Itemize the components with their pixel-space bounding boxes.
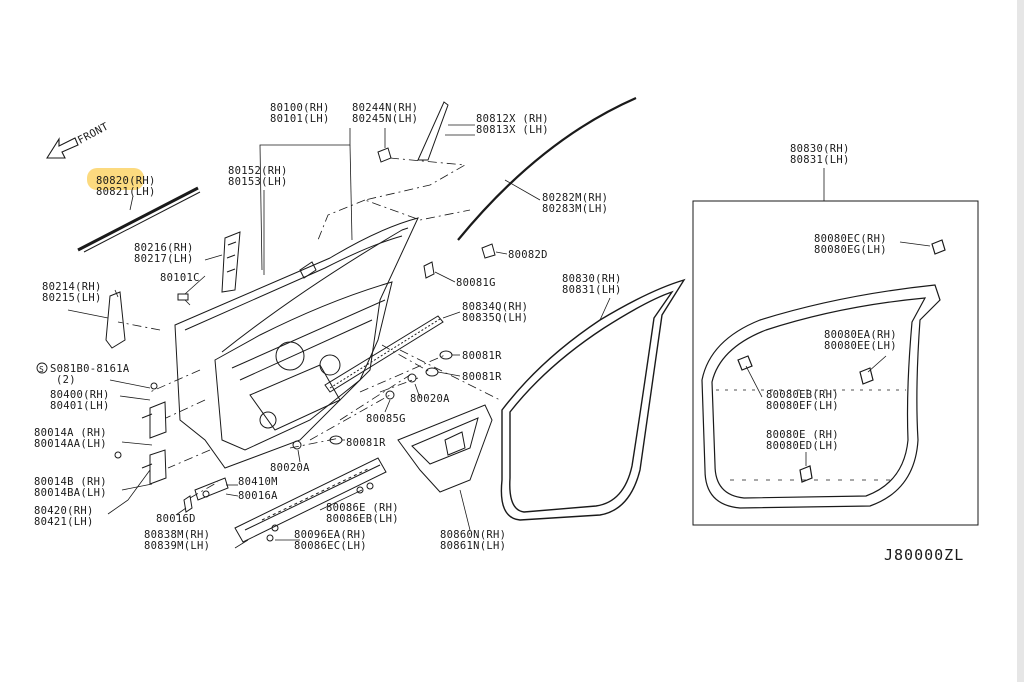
window-mouldings: [377, 96, 637, 259]
label-80830a-rh: 80830(RH): [562, 273, 622, 285]
label-80086e-rh: 80086E (RH): [326, 502, 399, 514]
label-80420-rh: 80420(RH): [34, 505, 94, 517]
label-80282-lh: 80283M(LH): [542, 203, 608, 215]
label-80214-lh: 80215(LH): [42, 292, 102, 304]
label-80080eb-lh: 80080EF(LH): [766, 400, 839, 412]
label-80152-rh: 80152(RH): [228, 165, 288, 177]
label-80081r-1: 80081R: [462, 350, 502, 362]
label-80860-rh: 80860N(RH): [440, 529, 506, 541]
label-80410m: 80410M: [238, 476, 278, 488]
label-80080e-lh: 80080ED(LH): [766, 440, 839, 452]
label-80820-lh: 80821(LH): [96, 186, 156, 198]
label-80812-lh: 80813X (LH): [476, 124, 549, 136]
label-80020a-2: 80020A: [270, 462, 310, 474]
label-80838-lh: 80839M(LH): [144, 540, 210, 552]
label-80096ea-lh: 80086EC(LH): [294, 540, 367, 552]
label-80086e-lh: 80086EB(LH): [326, 513, 399, 525]
label-80080eb-rh: 80080EB(RH): [766, 389, 839, 401]
label-80080ea-rh: 80080EA(RH): [824, 329, 897, 341]
label-08180: S081B0-8161A: [50, 363, 130, 375]
door-assembly: [77, 186, 493, 543]
label-80081g: 80081G: [456, 277, 496, 289]
detail-box: [692, 200, 979, 526]
highlight-80820: [87, 168, 144, 190]
label-80080ec-lh: 80080EG(LH): [814, 244, 887, 256]
labels: 80820(RH) 80821(LH) 80216(RH) 80217(LH) …: [34, 102, 964, 564]
label-80014a-lh: 80014AA(LH): [34, 438, 107, 450]
label-80100-lh: 80101(LH): [270, 113, 330, 125]
label-80085g: 80085G: [366, 413, 406, 425]
label-80420-lh: 80421(LH): [34, 516, 94, 528]
label-80830a-lh: 80831(LH): [562, 284, 622, 296]
label-80014a-rh: 80014A (RH): [34, 427, 107, 439]
drawing-code: J80000ZL: [884, 546, 964, 564]
label-80080ec-rh: 80080EC(RH): [814, 233, 887, 245]
label-80860-lh: 80861N(LH): [440, 540, 506, 552]
label-08180-s: S: [39, 365, 44, 374]
label-80830b-lh: 80831(LH): [790, 154, 850, 166]
assembly-lines: [117, 157, 501, 499]
label-80282-rh: 80282M(RH): [542, 192, 608, 204]
label-80830b-rh: 80830(RH): [790, 143, 850, 155]
label-80834-lh: 80835Q(LH): [462, 312, 528, 324]
front-label: FRONT: [76, 120, 111, 146]
label-80820-rh: 80820(RH): [96, 175, 156, 187]
label-80096ea-rh: 80096EA(RH): [294, 529, 367, 541]
label-80080e-rh: 80080E (RH): [766, 429, 839, 441]
front-arrow-icon: [46, 137, 79, 159]
label-80082d: 80082D: [508, 249, 548, 261]
label-80216-lh: 80217(LH): [134, 253, 194, 265]
label-80081r-3: 80081R: [346, 437, 386, 449]
label-80014b-rh: 80014B (RH): [34, 476, 107, 488]
label-80081r-2: 80081R: [462, 371, 502, 383]
weatherstrip-center: [500, 278, 686, 521]
label-80100-rh: 80100(RH): [270, 102, 330, 114]
weatherstrip-detail: [701, 239, 946, 509]
label-80400-rh: 80400(RH): [50, 389, 110, 401]
label-80016a: 80016A: [238, 490, 278, 502]
label-80834-rh: 80834Q(RH): [462, 301, 528, 313]
label-80152-lh: 80153(LH): [228, 176, 288, 188]
label-80101c: 80101C: [160, 272, 200, 284]
label-80014b-lh: 80014BA(LH): [34, 487, 107, 499]
label-08180-qty: (2): [56, 374, 76, 386]
label-80838-rh: 80838M(RH): [144, 529, 210, 541]
label-80812-rh: 80812X (RH): [476, 113, 549, 125]
leader-lines: [67, 124, 931, 549]
label-80214-rh: 80214(RH): [42, 281, 102, 293]
window-edge: [1017, 0, 1024, 682]
label-80400-lh: 80401(LH): [50, 400, 110, 412]
label-80216-rh: 80216(RH): [134, 242, 194, 254]
s-circle-icon: [36, 362, 48, 374]
label-80244-rh: 80244N(RH): [352, 102, 418, 114]
label-80080ea-lh: 80080EE(LH): [824, 340, 897, 352]
label-80020a-1: 80020A: [410, 393, 450, 405]
label-80016d: 80016D: [156, 513, 196, 525]
label-80244-lh: 80245N(LH): [352, 113, 418, 125]
